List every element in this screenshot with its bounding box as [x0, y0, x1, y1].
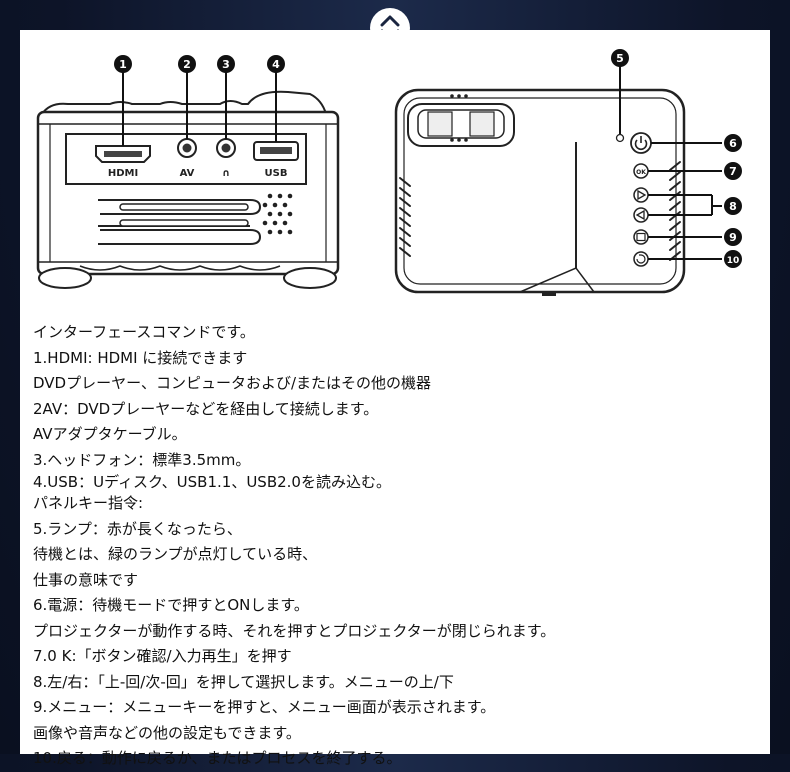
description-line: プロジェクターが動作する時、それを押すとプロジェクターが閉じられます。 [33, 621, 556, 640]
callout-4: 4 [267, 55, 285, 73]
description-line: 6.電源：待機モードで押すとONします。 [33, 596, 309, 614]
return-button[interactable] [633, 251, 649, 267]
power-button[interactable] [630, 132, 652, 154]
callout-10: 10 [724, 250, 742, 268]
right-button[interactable] [633, 187, 649, 203]
port-label-hdmi: HDMI [108, 168, 138, 179]
play-left-icon [635, 209, 645, 221]
callout-2: 2 [178, 55, 196, 73]
description-line: 仕事の意味です [33, 570, 139, 589]
description-text: インターフェースコマンドです。 1.HDMI: HDMI に接続できます DVD… [33, 320, 763, 772]
callout-3: 3 [217, 55, 235, 73]
description-line: 7.0 K:「ボタン確認/入力再生」を押す [33, 647, 292, 665]
description-line: 画像や音声などの他の設定もできます。 [33, 723, 301, 742]
menu-icon [636, 232, 646, 242]
svg-text:2: 2 [183, 58, 191, 71]
svg-text:5: 5 [616, 52, 624, 65]
description-line: 5.ランプ：赤が長くなったら、 [33, 519, 242, 538]
menu-button[interactable] [633, 229, 649, 245]
callout-6: 6 [724, 134, 742, 152]
svg-text:1: 1 [119, 58, 127, 71]
description-line: 待機とは、緑のランプが点灯している時、 [33, 545, 318, 563]
description-line: 1.HDMI: HDMI に接続できます [33, 348, 248, 367]
svg-text:7: 7 [729, 165, 737, 178]
svg-text:3: 3 [222, 58, 230, 71]
description-line: 9.メニュー：メニューキーを押すと、メニュー画面が表示されます。 [33, 698, 496, 716]
indicator-lamp [615, 133, 625, 143]
top-view-illustration [394, 66, 686, 296]
left-button[interactable] [633, 207, 649, 223]
port-label-av: AV [180, 168, 195, 179]
callout-1: 1 [114, 55, 132, 73]
callout-8: 8 [724, 197, 742, 215]
description-line: 2AV：DVDプレーヤーなどを経由して接続します。 [33, 399, 379, 418]
svg-text:4: 4 [272, 58, 280, 71]
svg-text:10: 10 [727, 256, 740, 266]
description-line: DVDプレーヤー、コンピュータおよび/またはその他の機器 [33, 374, 432, 392]
description-line: パネルキー指令: [33, 494, 144, 512]
play-right-icon [637, 189, 647, 201]
description-line: 10.戻る：動作に戻るか、またはプロセスを終了する。 [33, 749, 402, 767]
side-view-illustration: HDMI AV ∩ USB [36, 72, 340, 289]
svg-text:8: 8 [729, 200, 737, 213]
svg-text:6: 6 [729, 137, 737, 150]
port-label-usb: USB [265, 168, 288, 179]
description-line: AVアダプタケーブル。 [33, 425, 187, 443]
projector-diagram: HDMI AV ∩ USB [36, 49, 742, 296]
description-line: 4.USB：Uディスク、USB1.1、USB2.0を読み込む。 [33, 473, 391, 491]
description-line: 3.ヘッドフォン：標準3.5mm。 [33, 450, 251, 469]
port-label-headphone: ∩ [222, 168, 230, 179]
return-icon [636, 254, 646, 264]
description-line: インターフェースコマンドです。 [33, 323, 255, 341]
ok-icon: OK [636, 169, 646, 176]
product-info-card: HDMI AV ∩ USB [20, 30, 770, 767]
svg-text:9: 9 [729, 231, 737, 244]
power-icon [634, 139, 648, 151]
callout-5: 5 [611, 49, 629, 67]
callout-7: 7 [724, 162, 742, 180]
description-line: 8.左/右：「上-回/次-回」を押して選択します。メニューの上/下 [33, 672, 454, 691]
ok-button[interactable]: OK [633, 163, 649, 179]
callout-9: 9 [724, 228, 742, 246]
